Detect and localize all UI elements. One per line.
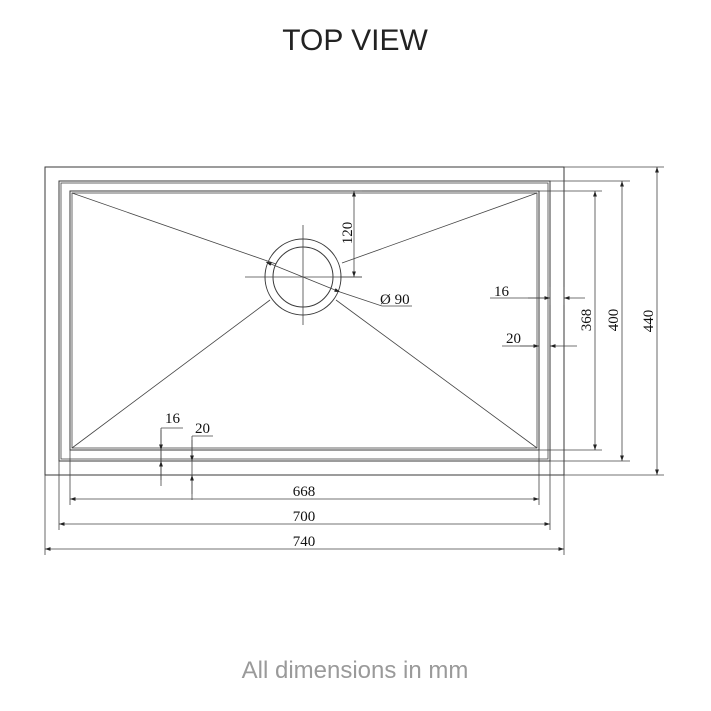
width-dimensions: 668 700 740 <box>44 450 565 555</box>
bowl-slope-lines <box>71 192 538 449</box>
units-note: All dimensions in mm <box>242 657 469 684</box>
width-overall-label: 740 <box>293 534 316 550</box>
width-rim-label: 700 <box>293 509 316 525</box>
depth-dimensions: 368 400 440 <box>539 166 664 476</box>
side-margin-a-label: 16 <box>494 284 510 300</box>
sink-rim-inner <box>60 182 549 460</box>
depth-bowl-label: 368 <box>579 309 595 332</box>
bottom-margin-a-label: 16 <box>165 411 181 427</box>
width-bowl-label: 668 <box>293 484 316 500</box>
sink-bowl-inner <box>71 192 538 449</box>
depth-overall-label: 440 <box>641 310 657 333</box>
bottom-margin-b-label: 20 <box>195 421 210 437</box>
drain-offset-label: 120 <box>340 222 356 245</box>
drain-diameter-label: Ø 90 <box>380 292 410 308</box>
drain-diameter-callout: Ø 90 <box>265 261 412 308</box>
drawing-title: TOP VIEW <box>282 24 428 57</box>
sink-bowl <box>69 190 540 451</box>
drain-offset-dimension: 120 <box>340 190 362 278</box>
side-margin-dimensions: 16 20 <box>490 284 585 348</box>
sink-outer-flange <box>44 166 565 476</box>
depth-rim-label: 400 <box>606 309 622 332</box>
side-margin-b-label: 20 <box>506 331 521 347</box>
sink-rim <box>58 180 551 462</box>
bottom-margin-dimensions: 16 20 <box>159 411 213 500</box>
